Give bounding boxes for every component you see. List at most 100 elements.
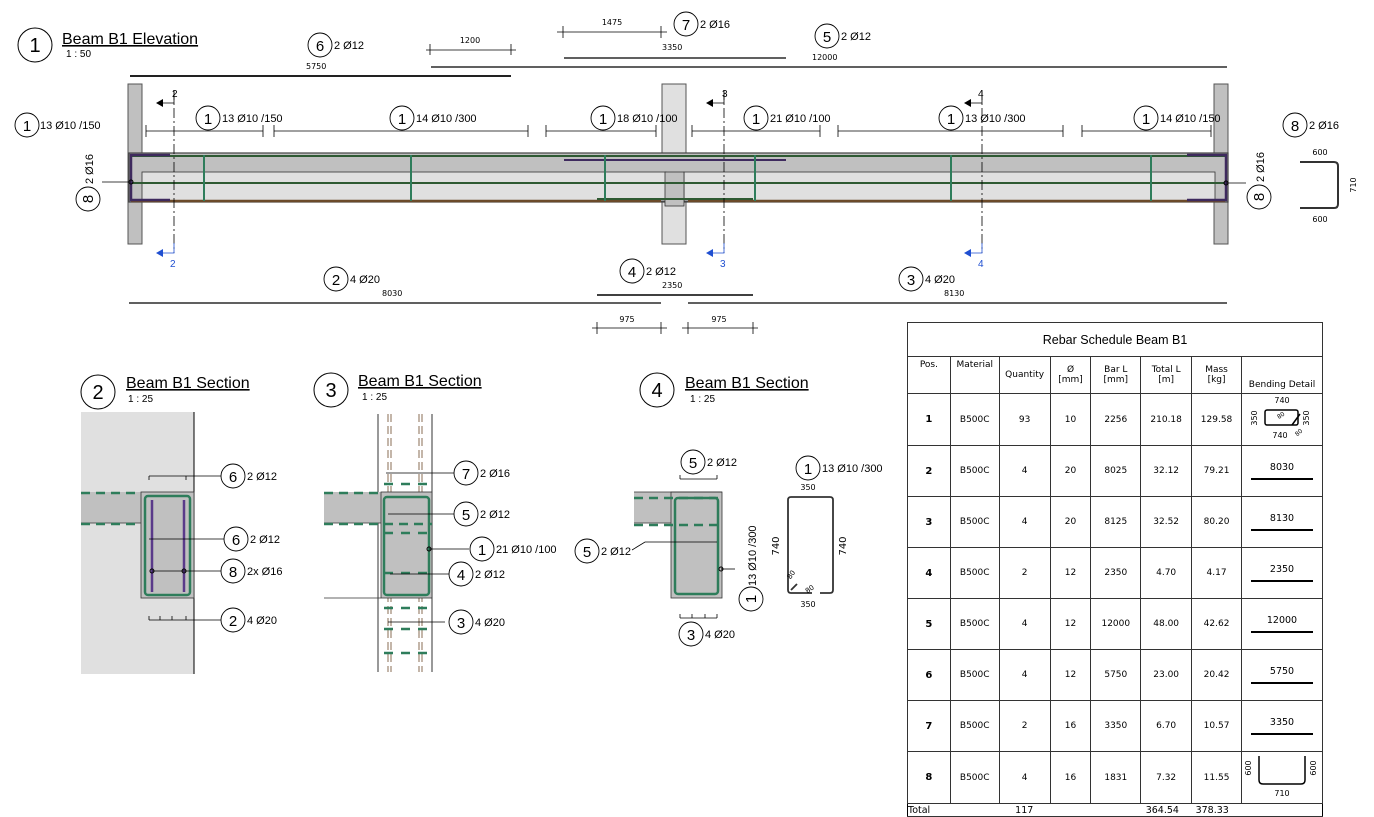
s2-tag-bar-6-top[interactable]: 6 2 Ø12 bbox=[220, 463, 277, 489]
cell-total-length: 4.70 bbox=[1140, 547, 1193, 599]
svg-text:8030: 8030 bbox=[382, 289, 402, 298]
svg-text:3: 3 bbox=[687, 627, 695, 644]
svg-text:6: 6 bbox=[316, 38, 324, 55]
svg-text:600: 600 bbox=[1312, 215, 1327, 224]
tag-stirrup-zone-1[interactable]: 1 13 Ø10 /150 bbox=[195, 105, 283, 131]
s4-tag-stirrup[interactable]: 1 13 Ø10 /300 bbox=[738, 525, 764, 612]
cell-material: B500C bbox=[949, 445, 1000, 497]
section-cut-3[interactable]: 3 3 bbox=[706, 89, 728, 270]
svg-text:13 Ø10 /150: 13 Ø10 /150 bbox=[40, 120, 101, 132]
svg-text:Beam B1 Section[interactable]: Beam B1 Section bbox=[126, 375, 250, 392]
section-2-view-title: 2 Beam B1 Section 1 : 25 bbox=[80, 374, 250, 410]
tag-bar-8-right[interactable]: 8 2 Ø16 bbox=[1223, 152, 1272, 210]
tag-stirrup-zone-6[interactable]: 1 14 Ø10 /150 bbox=[1133, 105, 1221, 131]
svg-text:1200: 1200 bbox=[460, 36, 480, 45]
cell-bar-length: 5750 bbox=[1090, 649, 1142, 701]
total-quantity: 117 bbox=[999, 803, 1051, 817]
col-header-bending-detail[interactable]: Bending Detail bbox=[1241, 356, 1323, 394]
svg-text:2: 2 bbox=[170, 259, 176, 270]
s3-tag-bar-4[interactable]: 4 2 Ø12 bbox=[448, 561, 505, 587]
tag-stirrup-zone-3[interactable]: 1 18 Ø10 /100 bbox=[590, 105, 678, 131]
svg-text:600: 600 bbox=[1312, 148, 1327, 157]
svg-text:600: 600 bbox=[1309, 760, 1318, 775]
svg-text:8130: 8130 bbox=[944, 289, 964, 298]
s2-tag-bar-8[interactable]: 8 2x Ø16 bbox=[220, 558, 282, 584]
col-header-diameter[interactable]: Ø [mm] bbox=[1049, 356, 1092, 394]
tag-stirrup-zone-2[interactable]: 1 14 Ø10 /300 bbox=[389, 105, 477, 131]
svg-text:13 Ø10 /300: 13 Ø10 /300 bbox=[822, 463, 883, 475]
svg-text:350: 350 bbox=[1302, 410, 1311, 425]
s2-tag-bar-6-side[interactable]: 6 2 Ø12 bbox=[223, 526, 280, 552]
tag-stirrup-zone-5[interactable]: 1 13 Ø10 /300 bbox=[938, 105, 1026, 131]
view-scale: 1 : 50 bbox=[66, 49, 91, 60]
dim-975-right: 975 bbox=[682, 315, 758, 334]
cell-mass: 20.42 bbox=[1191, 649, 1242, 701]
svg-text:Beam B1 Section[interactable]: Beam B1 Section bbox=[358, 373, 482, 390]
s4-tag-bar-3[interactable]: 3 4 Ø20 bbox=[678, 621, 735, 647]
bending-shape-straight: 5750 bbox=[1251, 666, 1313, 684]
cell-bar-length: 8125 bbox=[1090, 496, 1142, 548]
svg-text:600: 600 bbox=[1244, 760, 1253, 775]
svg-text:5750: 5750 bbox=[306, 62, 326, 71]
s4-tag-bar-5-side[interactable]: 5 2 Ø12 bbox=[574, 538, 631, 564]
col-header-quantity[interactable]: Quantity bbox=[998, 356, 1051, 394]
cell-pos: 6 bbox=[907, 649, 951, 701]
svg-text:1: 1 bbox=[204, 111, 212, 128]
svg-text:1: 1 bbox=[478, 542, 486, 559]
s3-tag-stirrup[interactable]: 1 21 Ø10 /100 bbox=[469, 536, 557, 562]
cell-diameter: 16 bbox=[1049, 751, 1092, 804]
svg-text:4 Ø20: 4 Ø20 bbox=[475, 617, 505, 629]
col-header-mass[interactable]: Mass [kg] bbox=[1191, 356, 1242, 394]
section-4-view-title: 4 Beam B1 Section 1 : 25 bbox=[639, 372, 809, 408]
svg-text:Beam B1 Section[interactable]: Beam B1 Section bbox=[685, 375, 809, 392]
cell-bar-length: 3350 bbox=[1090, 700, 1142, 752]
tag-bar-7[interactable]: 7 2 Ø16 3350 bbox=[662, 11, 730, 52]
stirrup-zones bbox=[145, 125, 1212, 137]
section-cut-2[interactable]: 2 2 bbox=[156, 89, 178, 270]
svg-text:1475: 1475 bbox=[602, 18, 622, 27]
tag-stirrup-left[interactable]: 1 13 Ø10 /150 bbox=[14, 112, 101, 138]
view-title[interactable]: Beam B1 Elevation bbox=[62, 31, 198, 48]
tag-stirrup-zone-4[interactable]: 1 21 Ø10 /100 bbox=[743, 105, 831, 131]
svg-text:2 Ø12: 2 Ø12 bbox=[334, 40, 364, 52]
svg-text:350: 350 bbox=[1250, 410, 1259, 425]
tag-bar-3[interactable]: 3 4 Ø20 8130 bbox=[898, 266, 964, 298]
col-header-pos[interactable]: Pos. bbox=[907, 356, 951, 394]
tag-bar-6[interactable]: 6 2 Ø12 5750 bbox=[306, 32, 364, 71]
tag-bar-4[interactable]: 4 2 Ø12 2350 bbox=[619, 258, 682, 290]
cell-diameter: 12 bbox=[1049, 598, 1092, 650]
cell-mass: 79.21 bbox=[1191, 445, 1242, 497]
col-header-bar-length[interactable]: Bar L [mm] bbox=[1090, 356, 1142, 394]
svg-text:2: 2 bbox=[172, 89, 178, 100]
tag-bar-2[interactable]: 2 4 Ø20 8030 bbox=[323, 266, 402, 298]
s3-tag-bar-3[interactable]: 3 4 Ø20 bbox=[448, 609, 505, 635]
section-cut-4[interactable]: 4 4 bbox=[964, 89, 984, 270]
col-header-material[interactable]: Material bbox=[949, 356, 1000, 394]
s3-tag-bar-5[interactable]: 5 2 Ø12 bbox=[453, 501, 510, 527]
tag-bar-8-left[interactable]: 8 2 Ø16 bbox=[75, 154, 134, 212]
svg-text:4 Ø20: 4 Ø20 bbox=[925, 274, 955, 286]
s4-tag-bar-5-top[interactable]: 5 2 Ø12 bbox=[680, 449, 737, 475]
svg-text:2: 2 bbox=[332, 272, 340, 289]
cell-total-length: 23.00 bbox=[1140, 649, 1193, 701]
svg-text:8: 8 bbox=[1251, 193, 1268, 201]
svg-text:2 Ø12: 2 Ø12 bbox=[480, 509, 510, 521]
cell-bar-length: 8025 bbox=[1090, 445, 1142, 497]
svg-text:1: 1 bbox=[947, 111, 955, 128]
svg-text:1: 1 bbox=[752, 111, 760, 128]
col-header-total-length[interactable]: Total L [m] bbox=[1140, 356, 1193, 394]
tag-bar-5[interactable]: 5 2 Ø12 12000 bbox=[812, 23, 871, 62]
svg-text:3350: 3350 bbox=[662, 43, 682, 52]
s3-tag-bar-7[interactable]: 7 2 Ø16 bbox=[453, 460, 510, 486]
s2-tag-bar-2[interactable]: 2 4 Ø20 bbox=[220, 607, 277, 633]
